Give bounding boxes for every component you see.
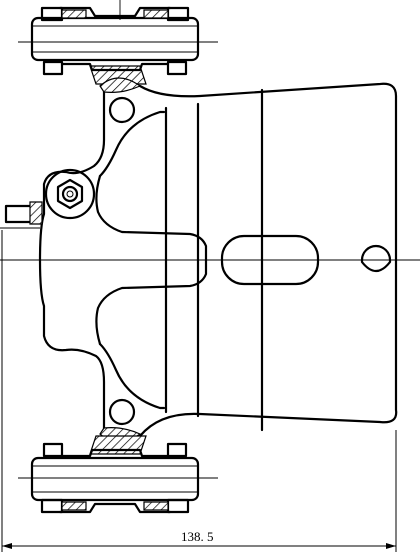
top-boot-right [143, 9, 169, 19]
bleeder-hex-nut [56, 178, 84, 210]
width-dimension: 138. 5 [1, 230, 397, 552]
top-bushing-body [30, 16, 200, 62]
top-guide-pin-assembly [18, 6, 218, 85]
bottom-bushing-left-cap [40, 498, 64, 514]
bottom-mount-hatch [89, 435, 147, 455]
bottom-boot-left [61, 501, 87, 511]
bridge-upper-contour [98, 110, 166, 178]
bleeder-outer-ring [44, 168, 96, 220]
bleeder-fitting [44, 168, 96, 220]
dim-arrow-right [386, 543, 396, 549]
bottom-boot-right [143, 501, 169, 511]
hydraulic-inlet [0, 201, 43, 229]
bottom-bushing-body [30, 456, 200, 502]
lower-boss [108, 398, 136, 426]
dim-arrow-left [2, 543, 12, 549]
top-boot-left [61, 9, 87, 19]
inlet-stub [4, 204, 34, 224]
bridge-lower-contour [98, 342, 166, 410]
bleed-notch [360, 244, 392, 273]
bottom-guide-pin-assembly [18, 435, 218, 514]
bottom-bushing-right-cap [166, 498, 190, 514]
dim-value-text: 138. 5 [181, 529, 214, 544]
housing-outline [38, 81, 398, 439]
upper-boss [108, 96, 136, 124]
inlet-hatch [29, 201, 43, 225]
